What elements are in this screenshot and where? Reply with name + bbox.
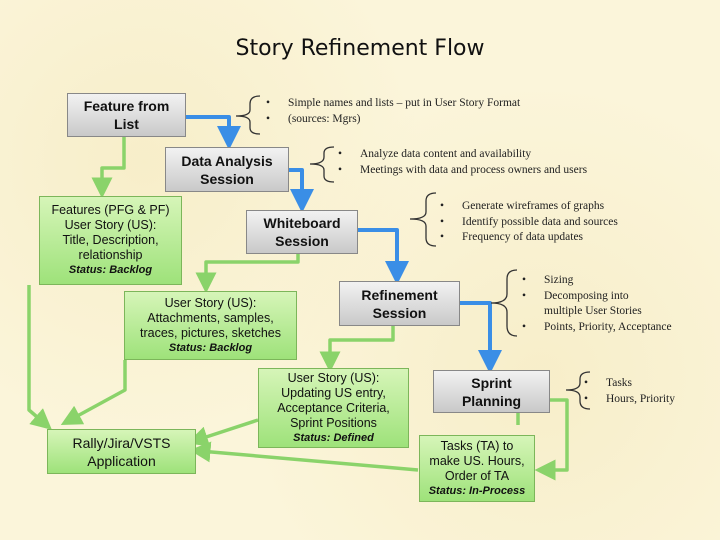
status-label: Status: Defined: [293, 431, 374, 444]
note-item: •Simple names and lists – put in User St…: [266, 96, 566, 112]
box-line: Planning: [461, 392, 522, 409]
artifact-box-tasks: Tasks (TA) to make US. Hours, Order of T…: [419, 435, 535, 502]
note-item: •Sizing: [522, 273, 692, 289]
box-line: Data Analysis: [181, 152, 273, 169]
note-text: Identify possible data and sources: [462, 215, 618, 228]
green-arrow-7: [60, 360, 127, 426]
process-box-sprint-planning: Sprint Planning: [433, 370, 550, 413]
box-line: relationship: [78, 248, 143, 262]
note-item: •Frequency of data updates: [440, 230, 680, 246]
box-line: Rally/Jira/VSTS: [72, 434, 171, 451]
green-arrow-5: [534, 398, 569, 481]
box-line: List: [114, 116, 139, 132]
process-box-refinement-session: Refinement Session: [339, 281, 460, 326]
note-text: Decomposing into multiple User Stories: [544, 289, 642, 318]
status-label: Status: Backlog: [68, 264, 153, 276]
note-item: •Identify possible data and sources: [440, 215, 680, 231]
process-box-data-analysis-session: Data Analysis Session: [165, 147, 289, 192]
green-arrow-3: [319, 326, 395, 373]
box-line: Order of TA: [444, 468, 510, 483]
green-arrow-2: [195, 254, 300, 294]
note-text: Frequency of data updates: [462, 231, 584, 243]
box-line: Title, Description,: [62, 233, 159, 247]
box-line: User Story (US):: [164, 295, 257, 310]
note-text: Tasks: [606, 377, 633, 389]
notes-data-analysis: •Analyze data content and availability •…: [338, 147, 638, 178]
note-text: (sources: Mgrs): [288, 112, 361, 125]
box-line: Session: [275, 233, 329, 249]
blue-arrow-4: [460, 301, 502, 374]
box-line: Updating US entry,: [281, 385, 386, 400]
process-box-whiteboard-session: Whiteboard Session: [246, 210, 358, 254]
process-box-feature-from-list: Feature from List: [67, 93, 186, 137]
box-line: Features (PFG & PF): [51, 203, 170, 217]
note-text: Analyze data content and availability: [360, 148, 532, 160]
box-line: Application: [87, 452, 156, 469]
box-line: Sprint Positions: [290, 415, 377, 430]
artifact-box-features: Features (PFG & PF) User Story (US): Tit…: [39, 196, 182, 285]
box-line: User Story (US):: [64, 218, 157, 232]
notes-refinement: •Sizing •Decomposing into multiple User …: [522, 273, 692, 335]
brace-1: [235, 95, 261, 135]
notes-whiteboard: •Generate wireframes of graphs •Identify…: [440, 199, 680, 246]
box-line: Session: [372, 304, 427, 321]
notes-feature-from-list: •Simple names and lists – put in User St…: [266, 96, 566, 127]
blue-arrow-2: [289, 168, 314, 213]
notes-sprint-planning: •Tasks •Hours, Priority: [584, 376, 704, 407]
note-item: •(sources: Mgrs): [266, 112, 566, 128]
box-line: Acceptance Criteria,: [277, 400, 390, 415]
box-line: Sprint: [471, 374, 512, 391]
brace-3: [409, 192, 437, 247]
box-line: Attachments, samples,: [147, 310, 274, 325]
note-text: Sizing: [544, 274, 574, 286]
note-text: Meetings with data and process owners an…: [360, 163, 588, 176]
page-title: Story Refinement Flow: [235, 36, 485, 61]
note-item: •Tasks: [584, 376, 704, 392]
box-line: Whiteboard: [263, 215, 341, 231]
note-item: •Analyze data content and availability: [338, 147, 638, 163]
note-item: •Points, Priority, Acceptance: [522, 320, 692, 336]
note-item: •Hours, Priority: [584, 392, 704, 408]
status-label: Status: Backlog: [168, 341, 253, 354]
box-line: User Story (US):: [287, 370, 380, 385]
brace-2: [309, 146, 335, 183]
note-text: Simple names and lists – put in User Sto…: [288, 97, 521, 109]
box-line: make US. Hours,: [429, 453, 525, 468]
green-arrow-6: [27, 285, 52, 430]
artifact-box-user-story-defined: User Story (US): Updating US entry, Acce…: [258, 368, 409, 448]
note-text: Points, Priority, Acceptance: [544, 320, 672, 333]
artifact-box-user-story-attachments: User Story (US): Attachments, samples, t…: [124, 291, 297, 360]
blue-arrow-1: [186, 115, 241, 150]
box-line: traces, pictures, sketches: [139, 325, 282, 340]
note-text: Hours, Priority: [606, 392, 675, 405]
box-line: Session: [200, 170, 254, 187]
box-line: Tasks (TA) to: [440, 438, 514, 453]
blue-arrow-3: [358, 228, 409, 285]
green-arrow-9: [189, 441, 419, 472]
brace-5: [565, 371, 591, 410]
green-arrow-1: [91, 137, 126, 199]
box-line: Refinement: [361, 286, 438, 303]
note-item: •Meetings with data and process owners a…: [338, 163, 638, 179]
brace-4: [490, 269, 518, 337]
box-line: Feature from: [83, 98, 170, 114]
note-item: •Decomposing into multiple User Stories: [522, 289, 692, 320]
note-text: Generate wireframes of graphs: [462, 200, 605, 212]
green-arrow-8: [187, 418, 259, 447]
status-label: Status: In-Process: [428, 484, 526, 497]
artifact-box-rally-jira-vsts: Rally/Jira/VSTS Application: [47, 429, 196, 474]
note-item: •Generate wireframes of graphs: [440, 199, 680, 215]
